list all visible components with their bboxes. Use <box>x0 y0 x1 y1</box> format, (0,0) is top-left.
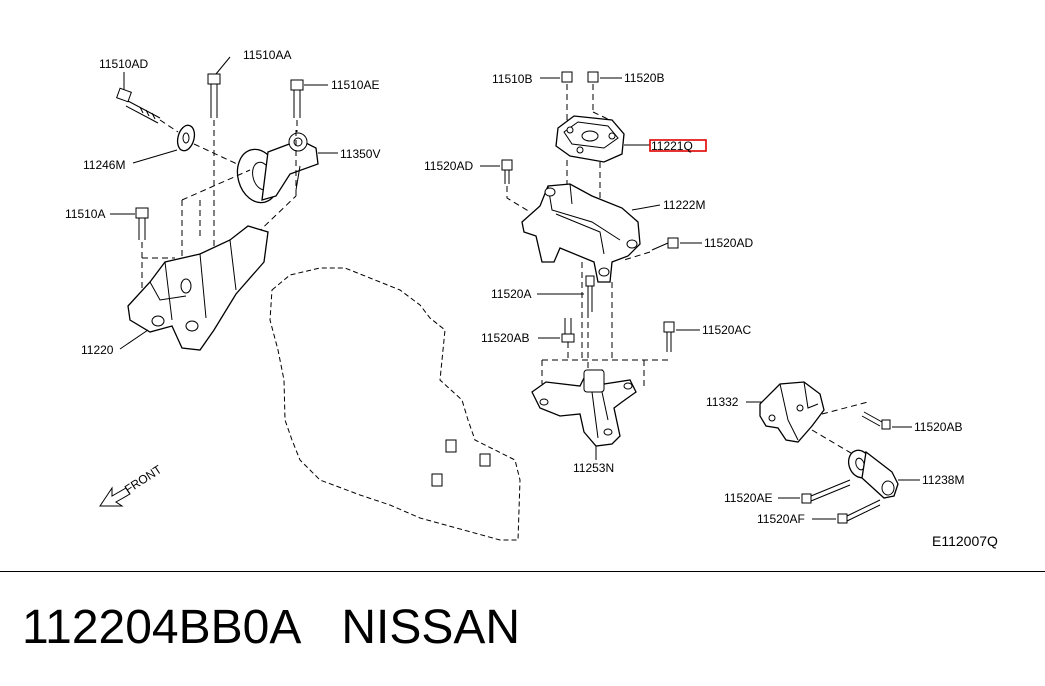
bracket-11220-icon <box>127 225 269 351</box>
bolt-11520AD-right-icon <box>651 237 679 251</box>
torque-link-11238M-icon <box>847 449 899 499</box>
callout-11510A: 11510A <box>65 207 105 221</box>
bolt-11510AD-icon <box>116 87 161 124</box>
callout-11220: 11220 <box>81 343 114 357</box>
callout-11350V: 11350V <box>340 147 380 161</box>
front-arrow-icon <box>99 486 131 507</box>
nut-11520B-icon <box>587 71 599 83</box>
bracket-11222M-icon <box>521 183 641 283</box>
callout-11520B: 11520B <box>624 71 664 85</box>
bolt-11520AB-left-icon <box>561 318 575 343</box>
bolt-11520AD-top-icon <box>501 159 513 184</box>
bolt-11520AB-right-icon <box>861 411 891 430</box>
diagram-code: E112007Q <box>932 533 998 549</box>
highlight-box-11221Q <box>649 139 707 152</box>
bolt-11520AF-icon <box>837 499 881 524</box>
callout-11510AA: 11510AA <box>243 48 292 62</box>
front-label: FRONT <box>122 462 165 497</box>
bolt-11510A-icon <box>135 207 149 240</box>
callout-11520AD-top: 11520AD <box>424 159 473 173</box>
callout-11510AE: 11510AE <box>331 78 380 92</box>
callout-11520AC: 11520AC <box>702 323 751 337</box>
engine-studs-icon <box>431 439 491 487</box>
callout-11520A: 11520A <box>491 287 531 301</box>
divider <box>0 571 1045 572</box>
engine-block-outline-icon <box>269 267 521 541</box>
callout-11246M: 11246M <box>83 158 125 172</box>
bolt-11520A-icon <box>585 275 595 312</box>
bolt-11510AA-icon <box>207 73 221 118</box>
callout-11222M: 11222M <box>663 198 705 212</box>
mount-11350V-icon <box>236 132 319 204</box>
callout-11221Q: 11221Q <box>651 139 693 153</box>
bolt-11520AE-icon <box>801 479 851 504</box>
nut-11510B-icon <box>561 71 573 83</box>
callout-11510AD: 11510AD <box>99 57 148 71</box>
bracket-11332-icon <box>759 381 825 443</box>
mount-11253N-icon <box>531 369 637 447</box>
callout-11520AD-right: 11520AD <box>704 236 753 250</box>
bolt-11510AE-icon <box>290 79 304 118</box>
callout-11520AF: 11520AF <box>757 512 805 526</box>
callout-11520AB-right: 11520AB <box>914 420 963 434</box>
callout-11332: 11332 <box>706 395 739 409</box>
callout-11520AE: 11520AE <box>724 491 773 505</box>
callout-11238M: 11238M <box>922 473 964 487</box>
callout-11510B: 11510B <box>492 72 532 86</box>
part-number-title: 112204BB0A NISSAN <box>22 601 521 654</box>
mount-11221Q-icon <box>555 115 625 163</box>
bolt-11520AC-icon <box>663 321 675 352</box>
engine-mount-parts-diagram: FRONT 11510AD 11510AA 11510AE 11246M 113… <box>65 48 998 549</box>
callout-11520AB-left: 11520AB <box>481 331 530 345</box>
callout-11253N: 11253N <box>573 461 614 475</box>
